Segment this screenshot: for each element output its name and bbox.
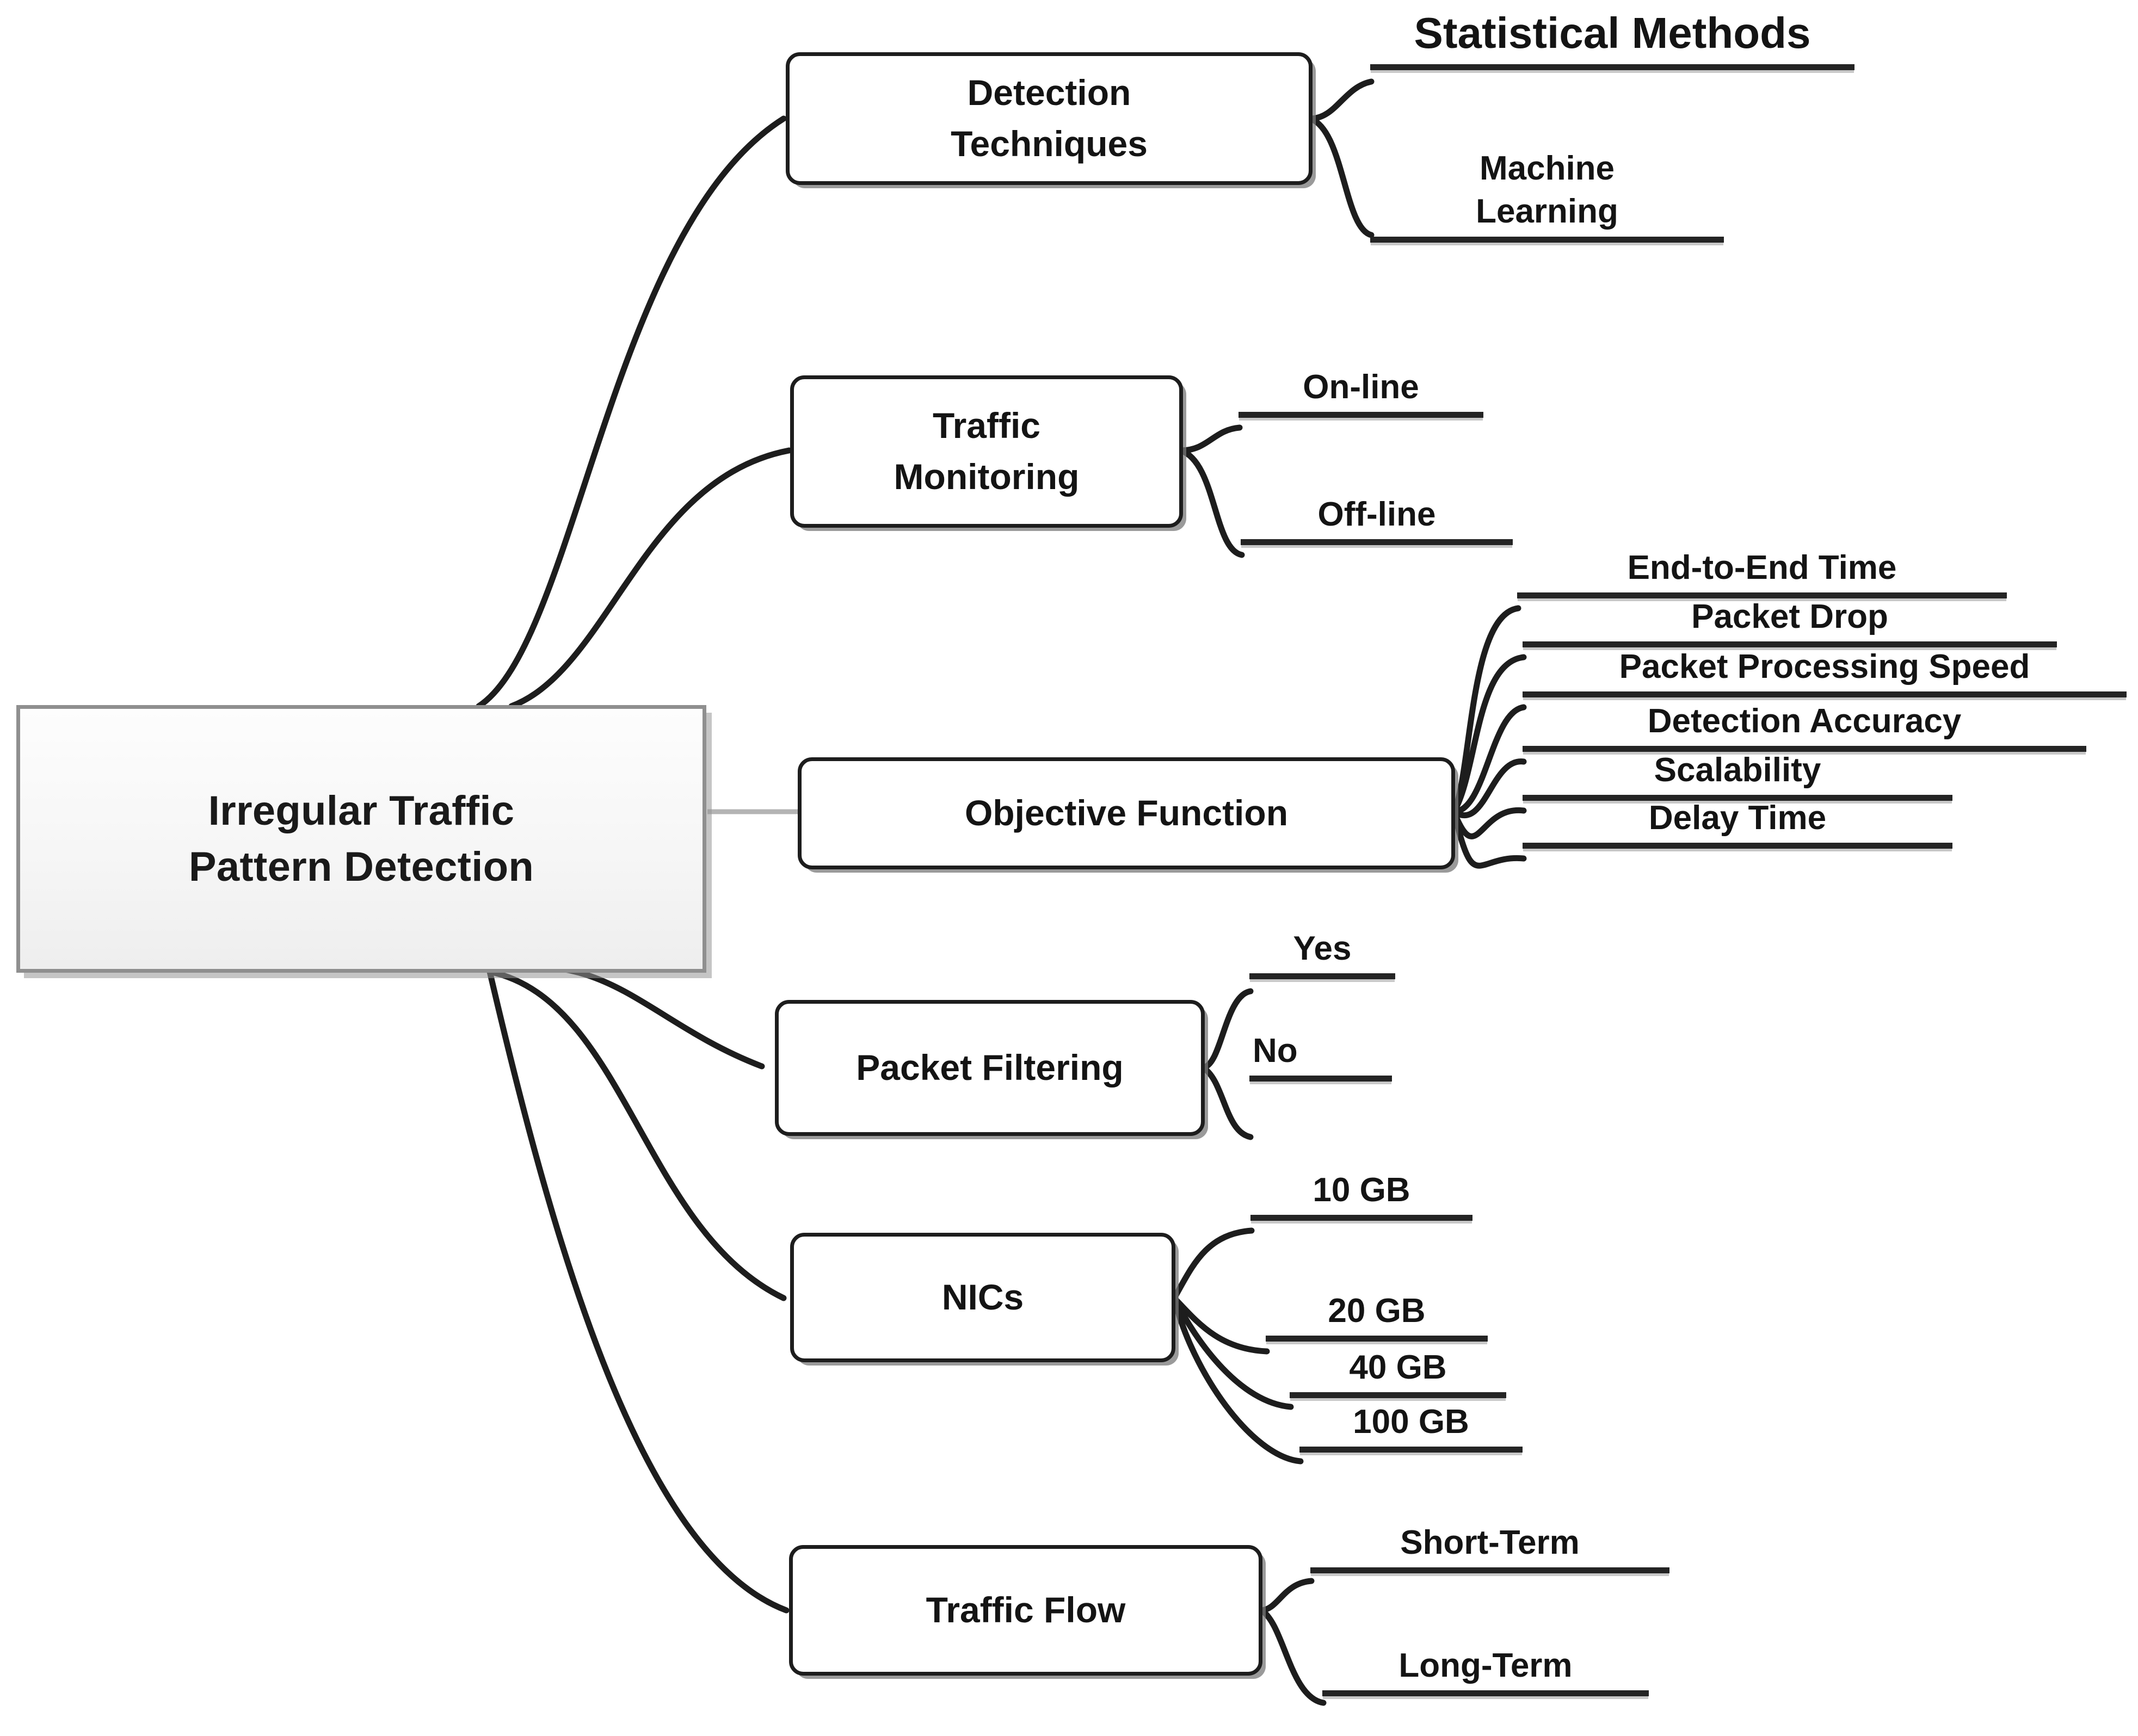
leaf-underline-detection-accuracy [1523, 746, 2086, 752]
wire-nics-100gb [1171, 1295, 1304, 1465]
leaf-label-packet-drop: Packet Drop [1691, 598, 1888, 635]
leaf-label-20-gb: 20 GB [1328, 1292, 1426, 1330]
leaf-label-yes: Yes [1293, 930, 1352, 967]
leaf-underline-short-term [1310, 1567, 1669, 1574]
branch-node-traffic-flow[interactable]: Traffic Flow [789, 1545, 1262, 1676]
branch-label-traffic-flow: Traffic Flow [926, 1590, 1126, 1630]
leaf-100-gb[interactable]: 100 GB [1299, 1400, 1523, 1453]
leaf-packet-drop[interactable]: Packet Drop [1523, 595, 2057, 648]
root-node-label: Irregular Traffic Pattern Detection [188, 787, 534, 890]
wire-filtering-no [1199, 1064, 1254, 1140]
leaf-underline-packet-drop [1523, 641, 2057, 648]
wire-nics-40gb [1171, 1295, 1294, 1410]
wire-root-packet-filtering [486, 963, 765, 1070]
branch-label-nics: NICs [941, 1277, 1024, 1318]
leaf-underline-machine-learning [1370, 236, 1724, 243]
wire-filtering-yes [1199, 988, 1254, 1071]
leaf-statistical-methods[interactable]: Statistical Methods [1370, 5, 1854, 71]
branch-node-nics[interactable]: NICs [790, 1233, 1175, 1362]
wire-detection-statistical-methods [1307, 78, 1375, 122]
leaf-label-long-term: Long-Term [1398, 1647, 1573, 1684]
branch-label-packet-filtering: Packet Filtering [856, 1047, 1124, 1088]
wire-nics-20gb [1171, 1295, 1270, 1355]
leaf-underline-10-gb [1250, 1215, 1472, 1221]
leaf-label-delay-time: Delay Time [1648, 799, 1827, 837]
branch-node-detection-techniques[interactable]: Detection Techniques [786, 52, 1313, 185]
branch-node-objective-function[interactable]: Objective Function [798, 757, 1455, 869]
leaf-end-to-end-time[interactable]: End-to-End Time [1517, 546, 2007, 599]
leaf-delay-time[interactable]: Delay Time [1523, 796, 1952, 849]
branch-label-objective-function: Objective Function [964, 793, 1289, 833]
leaf-underline-20-gb [1266, 1336, 1488, 1342]
leaf-off-line[interactable]: Off-line [1241, 493, 1513, 546]
leaf-detection-accuracy[interactable]: Detection Accuracy [1523, 700, 2086, 752]
leaf-label-machine-learning: Machine Learning [1476, 150, 1618, 231]
leaf-underline-packet-processing-speed [1523, 691, 2127, 698]
root-node-irregular-traffic-pattern-detection[interactable]: Irregular Traffic Pattern Detection [16, 705, 706, 973]
wire-objective-detection-accuracy [1451, 758, 1527, 819]
wire-root-traffic-monitoring [508, 447, 792, 709]
leaf-underline-on-line [1239, 412, 1483, 418]
leaf-on-line[interactable]: On-line [1239, 366, 1483, 418]
leaf-label-10-gb: 10 GB [1313, 1171, 1410, 1209]
leaf-label-short-term: Short-Term [1400, 1524, 1580, 1561]
branch-node-packet-filtering[interactable]: Packet Filtering [775, 1000, 1205, 1136]
wire-flow-short-term [1258, 1578, 1315, 1614]
leaf-packet-processing-speed[interactable]: Packet Processing Speed [1523, 645, 2127, 698]
leaf-label-statistical-methods: Statistical Methods [1414, 9, 1811, 57]
leaf-no[interactable]: No [1249, 1029, 1392, 1082]
leaf-label-packet-processing-speed: Packet Processing Speed [1619, 648, 2030, 685]
leaf-underline-yes [1249, 973, 1395, 980]
leaf-label-off-line: Off-line [1317, 496, 1436, 533]
leaf-label-on-line: On-line [1303, 368, 1419, 406]
branch-label-detection-techniques: Detection Techniques [951, 72, 1148, 164]
leaf-yes[interactable]: Yes [1249, 927, 1395, 980]
wire-nics-10gb [1171, 1227, 1255, 1301]
leaf-label-100-gb: 100 GB [1353, 1403, 1469, 1441]
wire-objective-packet-drop [1451, 654, 1527, 815]
leaf-scalability[interactable]: Scalability [1523, 749, 1952, 801]
wire-root-nics [486, 968, 787, 1301]
leaf-label-no: No [1253, 1032, 1298, 1070]
wire-objective-packet-processing-speed [1451, 704, 1527, 815]
leaf-machine-learning[interactable]: Machine Learning [1370, 147, 1724, 243]
wire-objective-delay-time [1451, 808, 1527, 869]
leaf-underline-no [1249, 1076, 1392, 1082]
leaf-underline-delay-time [1523, 843, 1952, 849]
leaf-underline-100-gb [1299, 1447, 1523, 1453]
leaf-label-detection-accuracy: Detection Accuracy [1647, 702, 1962, 740]
leaf-40-gb[interactable]: 40 GB [1290, 1346, 1506, 1399]
leaf-underline-long-term [1322, 1690, 1649, 1697]
leaf-label-scalability: Scalability [1654, 751, 1821, 789]
leaf-20-gb[interactable]: 20 GB [1266, 1289, 1488, 1342]
leaf-long-term[interactable]: Long-Term [1322, 1644, 1649, 1697]
leaf-underline-statistical-methods [1370, 64, 1854, 71]
leaf-underline-off-line [1241, 539, 1513, 546]
wire-detection-machine-learning [1307, 115, 1375, 238]
wire-root-traffic-flow [486, 968, 790, 1614]
wire-objective-scalability [1451, 807, 1527, 839]
leaf-underline-40-gb [1290, 1392, 1506, 1399]
wire-monitoring-offline [1178, 447, 1245, 558]
leaf-underline-scalability [1523, 795, 1952, 801]
leaf-short-term[interactable]: Short-Term [1310, 1521, 1669, 1574]
leaf-label-40-gb: 40 GB [1349, 1349, 1447, 1386]
branch-label-traffic-monitoring: Traffic Monitoring [894, 405, 1080, 497]
wire-monitoring-online [1178, 424, 1243, 454]
wire-root-detection-techniques [476, 115, 787, 709]
branch-node-traffic-monitoring[interactable]: Traffic Monitoring [790, 375, 1183, 528]
leaf-label-end-to-end-time: End-to-End Time [1627, 549, 1897, 586]
leaf-underline-end-to-end-time [1517, 592, 2007, 599]
wire-flow-long-term [1258, 1607, 1327, 1706]
leaf-10-gb[interactable]: 10 GB [1250, 1169, 1472, 1221]
